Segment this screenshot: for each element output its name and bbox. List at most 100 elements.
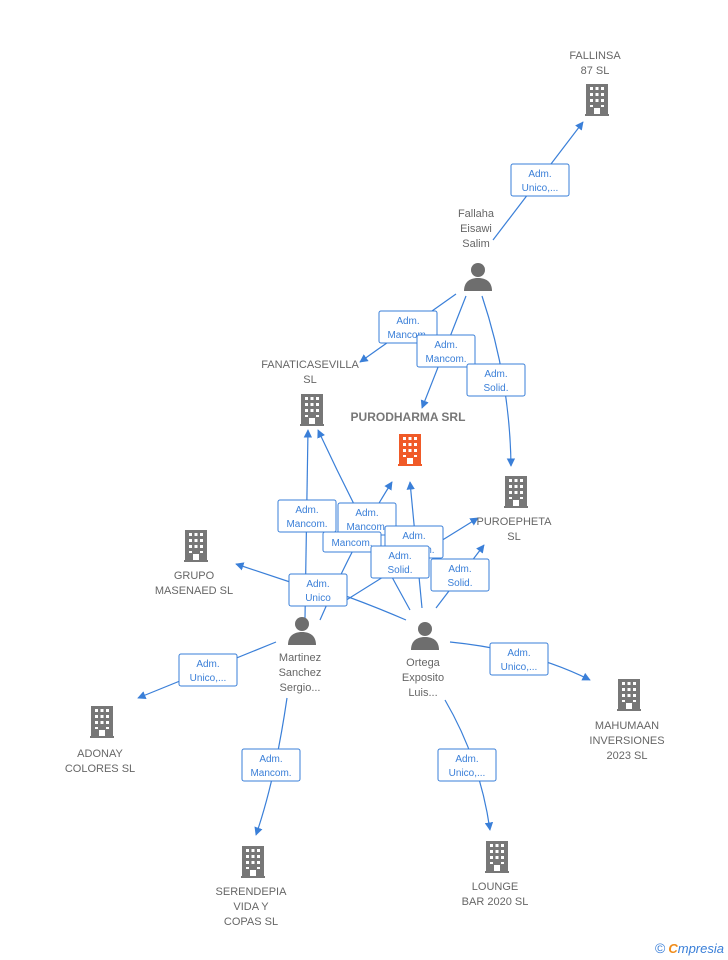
edge-label[interactable]: Adm. Unico,... xyxy=(489,642,549,676)
edge-label-text: Unico,... xyxy=(449,768,486,779)
node-label: SL xyxy=(507,531,520,543)
edge-label-box xyxy=(430,558,490,592)
brand-name: mpresia xyxy=(677,941,724,956)
node-label: SL xyxy=(303,374,316,386)
node-label: PUROEPHETA xyxy=(477,516,553,528)
node-label: COPAS SL xyxy=(224,916,278,928)
edge-martinez-grupo xyxy=(235,562,297,585)
edge-label-text: Unico,... xyxy=(190,673,227,684)
building-icon xyxy=(398,434,422,466)
node-label: ADONAY xyxy=(77,748,123,760)
person-icon xyxy=(464,263,492,291)
edge-label[interactable]: Adm. Unico,... xyxy=(178,653,238,687)
edge-label[interactable]: Adm. Unico xyxy=(288,573,348,607)
node-label: PURODHARMA SRL xyxy=(351,410,466,424)
edge-label-text: Solid. xyxy=(483,383,508,394)
edge-label-text: Mancom. xyxy=(346,522,387,533)
edge-label[interactable]: Adm. Mancom. xyxy=(241,748,301,782)
edge-label-box xyxy=(437,748,497,782)
node-grupo[interactable]: GRUPO MASENAED SL xyxy=(155,530,233,597)
edge-label-box xyxy=(370,545,430,579)
edge-label-text: Mancom. xyxy=(387,330,428,341)
edge-label[interactable]: Mancom. xyxy=(322,531,382,553)
node-label: Salim xyxy=(462,238,490,250)
edge-label-box xyxy=(466,363,526,397)
node-label: VIDA Y xyxy=(233,901,269,913)
edge-label-text: Adm. xyxy=(528,169,551,180)
edge-label-text: Adm. xyxy=(295,505,318,516)
edge-label[interactable]: Adm. Solid. xyxy=(466,363,526,397)
node-label: MASENAED SL xyxy=(155,585,233,597)
brand-initial: C xyxy=(668,941,678,956)
building-icon xyxy=(504,476,528,508)
building-icon xyxy=(485,841,509,873)
node-adonay[interactable]: ADONAY COLORES SL xyxy=(65,706,135,775)
edge-label[interactable]: Adm.Mancom. xyxy=(416,334,476,368)
edge-label-text: Adm. xyxy=(388,551,411,562)
node-mahumaan[interactable]: MAHUMAAN INVERSIONES 2023 SL xyxy=(589,679,665,762)
edge-label-text: Adm. xyxy=(448,564,471,575)
edge-label-box xyxy=(277,499,337,533)
node-label: Ortega xyxy=(406,657,441,669)
edge-label-text: Adm. xyxy=(507,648,530,659)
node-label: INVERSIONES xyxy=(589,735,664,747)
edge-label-box xyxy=(288,573,348,607)
edge-label[interactable]: Adm. Solid. xyxy=(430,558,490,592)
building-icon xyxy=(241,846,265,878)
edge-label-text: Mancom. xyxy=(331,538,372,549)
node-label: Sanchez xyxy=(279,667,322,679)
node-lounge[interactable]: LOUNGE BAR 2020 SL xyxy=(462,841,529,908)
edge-label-text: Unico,... xyxy=(501,662,538,673)
edge-label[interactable]: Adm. Mancom. xyxy=(277,499,337,533)
node-label: GRUPO xyxy=(174,570,215,582)
node-label: COLORES SL xyxy=(65,763,135,775)
edge-label[interactable]: Adm. Solid. xyxy=(370,545,430,579)
edge-label-text: Solid. xyxy=(387,565,412,576)
node-label: MAHUMAAN xyxy=(595,720,659,732)
edge-label-text: Solid. xyxy=(447,578,472,589)
edge-label-text: Adm. xyxy=(484,369,507,380)
edge-label[interactable]: Adm. Unico,... xyxy=(510,163,570,197)
edge-label-text: Adm. xyxy=(355,508,378,519)
edge-label-box xyxy=(510,163,570,197)
edge-label-text: Adm. xyxy=(259,754,282,765)
node-puroepheta[interactable]: PUROEPHETA SL xyxy=(477,476,553,543)
footer-brand: ©Cmpresia xyxy=(655,940,724,956)
copyright-icon: © xyxy=(655,940,666,956)
edge-label-text: Mancom. xyxy=(425,354,466,365)
node-label: BAR 2020 SL xyxy=(462,896,529,908)
edge-label-text: Adm. xyxy=(306,579,329,590)
edge-label-text: Unico xyxy=(305,593,331,604)
edge-label-text: Adm. xyxy=(396,316,419,327)
building-icon xyxy=(585,84,609,116)
node-label: Eisawi xyxy=(460,223,492,235)
edge-label-box xyxy=(322,531,382,553)
node-label: Luis... xyxy=(408,687,437,699)
node-label: LOUNGE xyxy=(472,881,518,893)
node-label: FANATICASEVILLA xyxy=(261,359,359,371)
edge-label-text: Mancom. xyxy=(250,768,291,779)
node-serendepia[interactable]: SERENDEPIA VIDA Y COPAS SL xyxy=(216,846,288,928)
node-martinez[interactable]: MartinezSanchezSergio... xyxy=(279,617,322,694)
building-icon xyxy=(184,530,208,562)
edge-label-text: Unico,... xyxy=(522,183,559,194)
node-label: Martinez xyxy=(279,652,321,664)
node-label: 87 SL xyxy=(581,65,610,77)
node-ortega[interactable]: OrtegaExpositoLuis... xyxy=(402,622,444,699)
edge-label-text: Adm. xyxy=(402,531,425,542)
node-label: 2023 SL xyxy=(607,750,648,762)
node-label: SERENDEPIA xyxy=(216,886,288,898)
node-purodharma[interactable]: PURODHARMA SRL xyxy=(351,410,466,466)
node-label: Exposito xyxy=(402,672,444,684)
building-icon xyxy=(617,679,641,711)
edge-label-text: Adm. xyxy=(455,754,478,765)
building-icon xyxy=(300,394,324,426)
edge-label-text: Adm. xyxy=(196,659,219,670)
edge-label-text: Mancom. xyxy=(286,519,327,530)
edge-label[interactable]: Adm. Unico,... xyxy=(437,748,497,782)
node-fanaticasevilla[interactable]: FANATICASEVILLA SL xyxy=(261,359,359,426)
